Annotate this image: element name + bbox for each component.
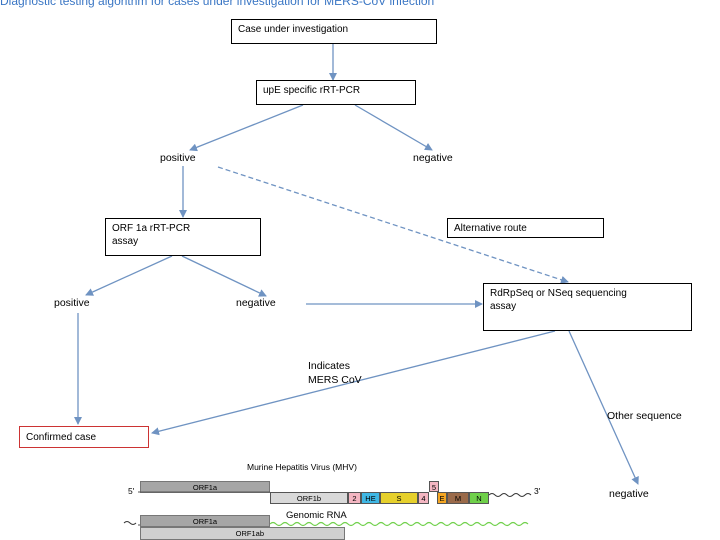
indicates-label: Indicates [308, 360, 351, 372]
sequencing-box-line1: RdRpSeq or NSeq sequencing [490, 288, 627, 299]
upe-rrt-pcr-box: upE specific rRT-PCR [256, 80, 416, 105]
segment-m: M [447, 492, 469, 504]
orf1a-box-line1: ORF 1a rRT-PCR [112, 223, 191, 234]
segment-s: S [380, 492, 418, 504]
five-prime-label: 5' [128, 486, 135, 496]
negative-label-1: negative [413, 152, 453, 164]
segment-4: 4 [418, 492, 429, 504]
segment-e: E [437, 492, 447, 504]
other-sequence-label: Other sequence [607, 410, 682, 422]
case-under-investigation-box: Case under investigation [231, 19, 437, 44]
arrow-seq-to-negative [568, 330, 639, 485]
three-prime-label: 3' [534, 486, 541, 496]
arrow-seq-to-confirmed [151, 330, 556, 436]
arrow-upe-to-negative [354, 104, 433, 151]
cut-off-heading: Diagnostic testing algorithm for cases u… [0, 0, 435, 8]
genomic-rna-left-tail [123, 521, 137, 525]
segment-he: HE [361, 492, 380, 504]
mers-cov-label: MERS CoV [308, 374, 362, 386]
segment-n: N [469, 492, 489, 504]
alternative-route-box: Alternative route [447, 218, 604, 238]
segment-2: 2 [348, 492, 361, 504]
segment-5: 5 [429, 481, 439, 492]
genomic-rna-label: Genomic RNA [286, 510, 347, 521]
arrow-alternative-route [217, 166, 569, 284]
negative-label-3: negative [609, 488, 649, 500]
positive-label-2: positive [54, 297, 90, 309]
orf1a-rrt-pcr-box: ORF 1a rRT-PCR assay [105, 218, 261, 256]
orf1ab-segment: ORF1ab [140, 527, 345, 540]
sequencing-assay-box: RdRpSeq or NSeq sequencing assay [483, 283, 692, 331]
sequencing-box-line2: assay [490, 301, 517, 312]
arrow-orf-to-negative [181, 255, 267, 297]
genomic-rna-wave [269, 521, 529, 527]
negative-label-2: negative [236, 297, 276, 309]
confirmed-case-box: Confirmed case [19, 426, 149, 448]
poly-a-tail-1 [488, 493, 532, 497]
arrow-upe-to-positive [189, 104, 304, 152]
positive-label-1: positive [160, 152, 196, 164]
orf1a-segment-2: ORF1a [140, 515, 270, 527]
orf1b-segment: ORF1b [270, 492, 348, 504]
orf1a-box-line2: assay [112, 236, 139, 247]
mhv-title: Murine Hepatitis Virus (MHV) [247, 462, 357, 472]
arrow-orf-to-positive [85, 255, 173, 296]
